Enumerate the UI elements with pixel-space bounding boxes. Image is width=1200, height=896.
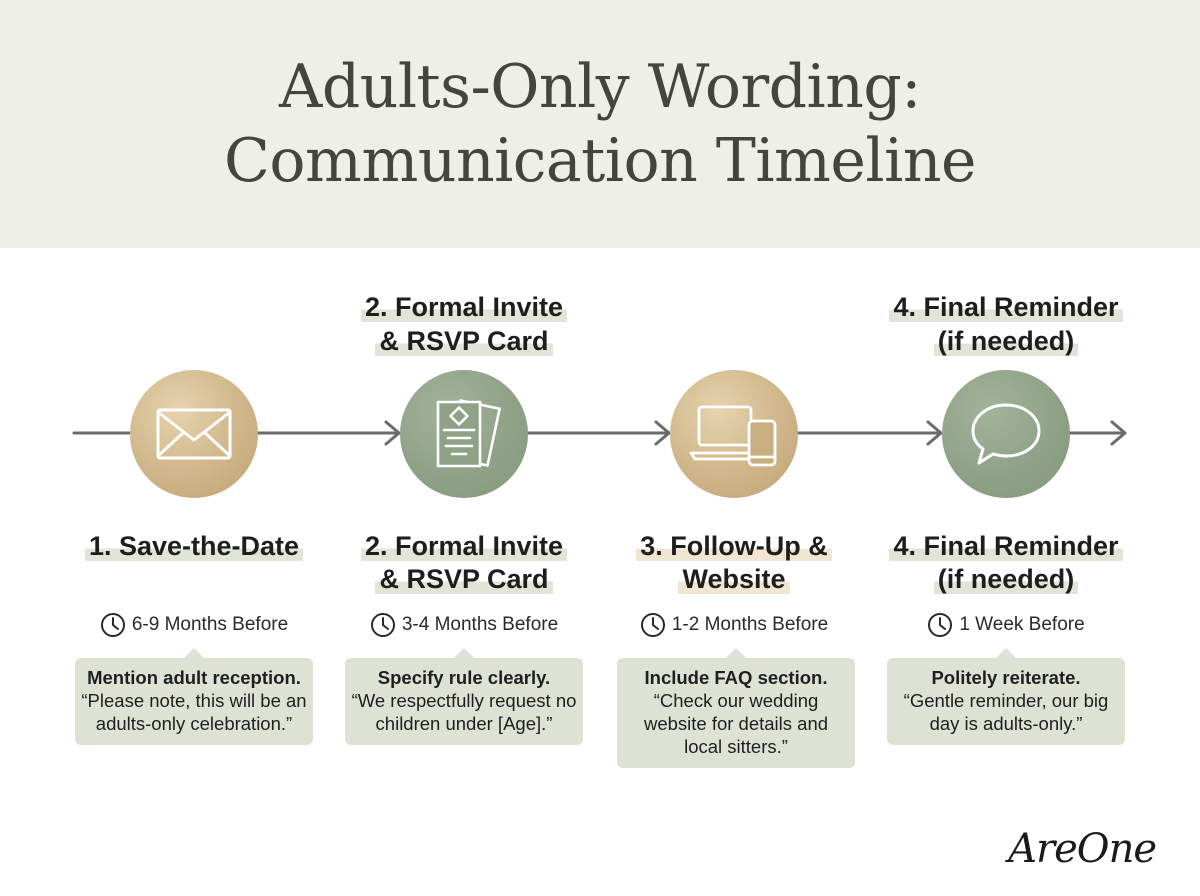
clock-icon bbox=[640, 613, 665, 637]
timeline-arrowhead-1 bbox=[384, 420, 401, 446]
note-lead: Mention adult reception. bbox=[87, 667, 301, 688]
top-label-line-2: & RSVP Card bbox=[375, 326, 553, 356]
timing-text: 1 Week Before bbox=[959, 614, 1085, 635]
step-3-note: Include FAQ section. “Check our wedding … bbox=[617, 648, 855, 768]
timeline-arrowhead-3 bbox=[926, 420, 943, 446]
step-title-line-1: 1. Save-the-Date bbox=[84, 531, 304, 561]
top-label-final-reminder: 4. Final Reminder (if needed) bbox=[866, 290, 1146, 358]
note-lead: Specify rule clearly. bbox=[377, 667, 551, 688]
page-title-line-2: Communication Timeline bbox=[224, 126, 976, 196]
timeline-arrowhead-2 bbox=[654, 420, 671, 446]
timing-text: 6-9 Months Before bbox=[131, 614, 289, 635]
clock-icon bbox=[370, 613, 395, 637]
step-3-timing: 1-2 Months Before bbox=[594, 612, 874, 638]
clock-icon bbox=[100, 613, 125, 637]
step-1-node bbox=[130, 370, 258, 498]
step-title-line-2: (if needed) bbox=[933, 564, 1079, 594]
top-label-line-1: 4. Final Reminder bbox=[889, 292, 1123, 322]
step-3-node bbox=[670, 370, 798, 498]
top-label-line-2: (if needed) bbox=[933, 326, 1079, 356]
step-title-line-2: Website bbox=[678, 564, 790, 594]
step-4-node bbox=[942, 370, 1070, 498]
step-4-note: Politely reiterate. “Gentle reminder, ou… bbox=[887, 648, 1125, 745]
step-1-note: Mention adult reception. “Please note, t… bbox=[75, 648, 313, 745]
page-title-line-1: Adults-Only Wording: bbox=[278, 52, 922, 122]
laptop-phone-icon bbox=[689, 405, 777, 467]
note-quote: “Check our wedding website for details a… bbox=[643, 690, 829, 757]
timing-text: 1-2 Months Before bbox=[671, 614, 829, 635]
note-quote: “We respectfully request no children und… bbox=[351, 690, 577, 734]
step-1-timing: 6-9 Months Before bbox=[54, 612, 334, 638]
step-4-timing: 1 Week Before bbox=[866, 612, 1146, 638]
step-title-line-1: 3. Follow-Up & bbox=[636, 531, 832, 561]
brand-logo: AreOne bbox=[1008, 826, 1157, 872]
step-title-line-1: 2. Formal Invite bbox=[360, 531, 568, 561]
speech-bubble-icon bbox=[971, 403, 1041, 465]
step-title-line-1: 4. Final Reminder bbox=[889, 531, 1123, 561]
invitation-cards-icon bbox=[436, 399, 501, 468]
note-quote: “Gentle reminder, our big day is adults-… bbox=[903, 690, 1109, 734]
header-banner: Adults-Only Wording: Communication Timel… bbox=[0, 0, 1200, 248]
note-lead: Politely reiterate. bbox=[931, 667, 1081, 688]
step-4-title: 4. Final Reminder (if needed) bbox=[866, 530, 1146, 596]
step-2-timing: 3-4 Months Before bbox=[324, 612, 604, 638]
clock-icon bbox=[928, 613, 953, 637]
note-quote: “Please note, this will be an adults-onl… bbox=[81, 690, 307, 734]
step-2-note: Specify rule clearly. “We respectfully r… bbox=[345, 648, 583, 745]
step-1-title: 1. Save-the-Date bbox=[54, 530, 334, 563]
step-title-line-2: & RSVP Card bbox=[375, 564, 553, 594]
timing-text: 3-4 Months Before bbox=[401, 614, 559, 635]
step-2-title: 2. Formal Invite & RSVP Card bbox=[324, 530, 604, 596]
timeline-arrowhead-end bbox=[1110, 420, 1127, 446]
step-3-title: 3. Follow-Up & Website bbox=[594, 530, 874, 596]
envelope-icon bbox=[156, 408, 232, 460]
timeline-arrows bbox=[72, 420, 1127, 446]
top-label-line-1: 2. Formal Invite bbox=[360, 292, 568, 322]
top-label-formal-invite: 2. Formal Invite & RSVP Card bbox=[324, 290, 604, 358]
note-lead: Include FAQ section. bbox=[644, 667, 828, 688]
step-2-node bbox=[400, 370, 528, 498]
page-title: Adults-Only Wording: Communication Timel… bbox=[224, 50, 976, 198]
